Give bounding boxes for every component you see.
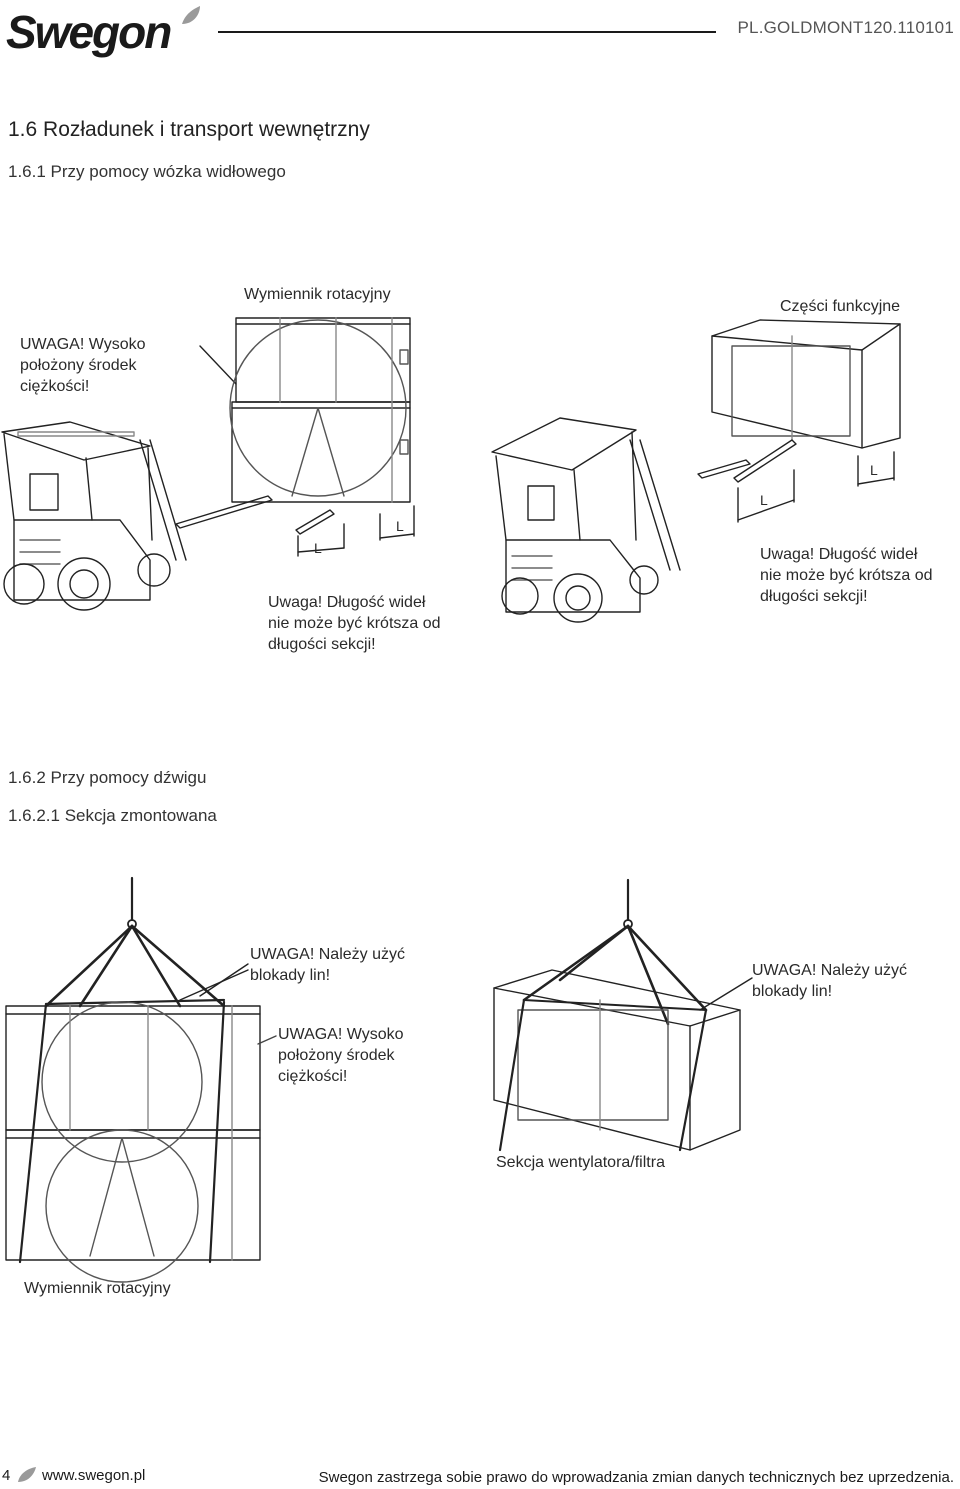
website-link[interactable]: www.swegon.pl [42,1467,146,1484]
forklift-left-drawing [1,317,415,611]
warning-line: ciężkości! [20,378,90,395]
warning-line: ciężkości! [278,1068,348,1085]
forklift-rear-wheel [137,553,171,587]
warning-line: blokady lin! [250,967,331,984]
warning-line: blokady lin! [752,983,833,1000]
svg-text:Swegon: Swegon [6,6,171,58]
label-rotary-exchanger-top: Wymiennik rotacyjny [244,286,391,303]
document-id: PL.GOLDMONT120.110101 [737,18,954,37]
warning-line: położony środek [278,1047,395,1064]
functional-parts-box [711,319,901,449]
warning-high-gravity-crane: UWAGA! Wysoko położony środek ciężkości! [278,1024,404,1087]
forklift-right-drawing [491,319,901,623]
crane-left-drawing [5,876,277,1283]
dimension-label-l: L [870,462,878,478]
dimension-label-l: L [760,492,768,508]
fork-left-1 [175,495,273,529]
swegon-logo: Swegon [4,4,204,60]
warning-line: UWAGA! Wysoko [20,336,146,353]
page-number: 4 [2,1467,11,1484]
dimension-label-l: L [314,540,322,556]
forklift-body [13,519,151,601]
section-heading-1-6-2-1: 1.6.2.1 Sekcja zmontowana [8,806,217,825]
warning-line: Uwaga! Długość wideł [268,594,426,611]
forklift-roof [1,421,151,461]
forklift-seat-right [527,485,555,521]
label-functional-parts: Części funkcyjne [780,298,901,315]
leaf-icon [16,1466,38,1484]
dimension-label-l: L [396,518,404,534]
warning-line: nie może być krótsza od [760,567,933,584]
warning-fork-length-left: Uwaga! Długość wideł nie może być krótsz… [268,592,441,655]
footer-disclaimer: Swegon zastrzega sobie prawo do wprowadz… [318,1469,954,1486]
warning-line: UWAGA! Należy użyć [752,962,907,979]
lifted-rotary-lower [5,1129,261,1261]
fork-right-2 [733,439,797,483]
rotary-lower-box [231,401,411,503]
gravity-leader-line [199,345,237,385]
forklift-roof-right [491,417,637,471]
forklift-body-right [505,539,641,613]
warning-line: UWAGA! Wysoko [278,1026,404,1043]
section-heading-1-6-2: 1.6.2 Przy pomocy dźwigu [8,768,207,787]
label-rotary-exchanger-bottom: Wymiennik rotacyjny [24,1280,171,1297]
header-rule [218,31,716,33]
forklift-front-wheel [57,557,111,611]
fan-filter-section-box [493,969,741,1151]
warning-rope-locks-right: UWAGA! Należy użyć blokady lin! [752,960,907,1002]
warning-line: długości sekcji! [760,588,868,605]
warning-high-gravity-forklift: UWAGA! Wysoko położony środek ciężkości! [20,334,146,397]
warning-line: nie może być krótsza od [268,615,441,632]
crane-right-drawing [493,878,753,1152]
fork-right-1 [697,459,751,479]
warning-line: UWAGA! Należy użyć [250,946,405,963]
section-heading-1-6-1: 1.6.1 Przy pomocy wózka widłowego [8,162,286,181]
section-heading-1-6: 1.6 Rozładunek i transport wewnętrzny [8,118,370,141]
warning-fork-length-right: Uwaga! Długość wideł nie może być krótsz… [760,544,933,607]
warning-line: położony środek [20,357,137,374]
warning-line: Uwaga! Długość wideł [760,546,918,563]
label-fan-filter-section: Sekcja wentylatora/filtra [496,1154,665,1171]
rope-lock-bar-left [44,998,226,1006]
forklift-seat [29,473,59,511]
warning-rope-locks-left: UWAGA! Należy użyć blokady lin! [250,944,405,986]
warning-line: długości sekcji! [268,636,376,653]
rotary-upper-box [235,317,411,403]
fork-left-2 [295,509,335,535]
rotary-wheel [229,319,407,497]
